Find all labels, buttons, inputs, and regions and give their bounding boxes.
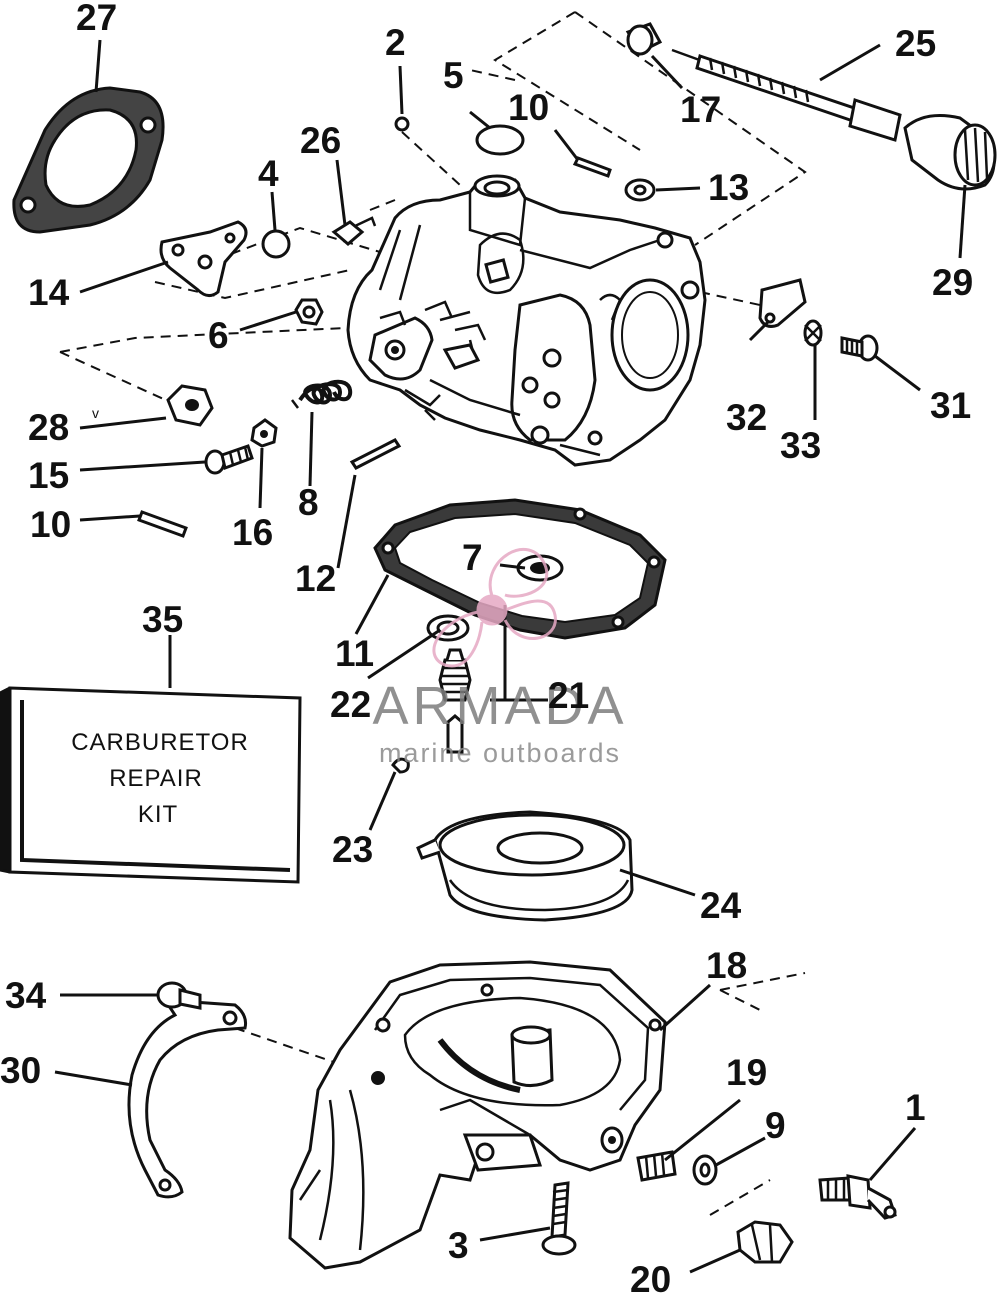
callout-4: 4 bbox=[258, 153, 279, 194]
callout-17: 17 bbox=[680, 89, 721, 130]
callout-9: 9 bbox=[765, 1105, 786, 1146]
callout-10-lower: 10 bbox=[30, 504, 71, 545]
float-bowl-18 bbox=[288, 960, 667, 1270]
repair-kit-box-35: CARBURETOR REPAIR KIT bbox=[0, 686, 302, 884]
tick-mark: v bbox=[92, 405, 99, 421]
spring-8 bbox=[291, 379, 353, 409]
callout-34: 34 bbox=[5, 975, 47, 1016]
callout-6: 6 bbox=[208, 315, 229, 356]
callout-2: 2 bbox=[385, 22, 406, 63]
callout-8: 8 bbox=[298, 482, 319, 523]
callout-18: 18 bbox=[706, 945, 747, 986]
fitting-26 bbox=[331, 216, 377, 246]
clip-23 bbox=[391, 757, 410, 774]
nut-16 bbox=[250, 418, 278, 448]
pin-10-upper bbox=[572, 156, 612, 178]
needle-valve-25 bbox=[671, 48, 902, 142]
callout-22: 22 bbox=[330, 684, 371, 725]
adjust-knob-29 bbox=[903, 114, 997, 191]
callout-32: 32 bbox=[726, 397, 767, 438]
callout-13: 13 bbox=[708, 167, 749, 208]
float-24 bbox=[416, 810, 634, 922]
fitting-1 bbox=[818, 1174, 897, 1220]
screw-31 bbox=[840, 334, 879, 362]
washer-13 bbox=[624, 178, 656, 202]
screw-34 bbox=[156, 981, 202, 1010]
callout-24: 24 bbox=[700, 885, 742, 926]
watermark-logo-icon bbox=[432, 547, 557, 668]
callout-20: 20 bbox=[630, 1259, 671, 1297]
lock-washer-6 bbox=[294, 298, 324, 326]
kit-box-line1: CARBURETOR bbox=[71, 729, 249, 756]
callout-23: 23 bbox=[332, 829, 373, 870]
flange-gasket-27 bbox=[12, 86, 165, 234]
lock-washer-33 bbox=[803, 319, 823, 347]
bowl-screw-3 bbox=[541, 1181, 577, 1256]
callout-33: 33 bbox=[780, 425, 821, 466]
drain-plug-20 bbox=[736, 1220, 794, 1264]
callout-15: 15 bbox=[28, 455, 69, 496]
callout-3: 3 bbox=[448, 1225, 469, 1266]
washer-9 bbox=[692, 1154, 718, 1186]
kit-box-line3: KIT bbox=[138, 801, 178, 828]
callout-29: 29 bbox=[932, 262, 973, 303]
kit-box-line2: REPAIR bbox=[109, 765, 203, 792]
callout-25: 25 bbox=[895, 23, 936, 64]
callout-35: 35 bbox=[142, 599, 183, 640]
callout-11: 11 bbox=[335, 633, 374, 674]
assembly-guide-lines bbox=[59, 11, 807, 1216]
callout-31: 31 bbox=[930, 385, 971, 426]
watermark-brand: ARMADA bbox=[372, 676, 627, 736]
callout-7: 7 bbox=[462, 537, 483, 578]
callout-27: 27 bbox=[76, 0, 117, 38]
pin-10-lower bbox=[137, 510, 188, 538]
bracket-32 bbox=[758, 278, 807, 328]
seal-17 bbox=[625, 22, 663, 56]
watermark-tagline: marine outboards bbox=[379, 738, 621, 768]
pin-12 bbox=[349, 438, 402, 470]
callout-26: 26 bbox=[300, 120, 341, 161]
plug-5 bbox=[475, 124, 525, 156]
callout-19: 19 bbox=[726, 1052, 767, 1093]
callout-28: 28 bbox=[28, 407, 69, 448]
check-ball-4 bbox=[261, 229, 291, 259]
bowl-clamp-30 bbox=[127, 998, 247, 1199]
lever-bracket-14 bbox=[159, 220, 248, 297]
screw-15 bbox=[204, 444, 254, 475]
callout-21: 21 bbox=[548, 675, 589, 716]
callout-10-upper: 10 bbox=[508, 87, 549, 128]
watermark: ARMADA marine outboards bbox=[372, 547, 627, 768]
check-ball-2 bbox=[394, 116, 410, 132]
callout-16: 16 bbox=[232, 512, 273, 553]
callout-30: 30 bbox=[0, 1050, 41, 1091]
callout-5: 5 bbox=[443, 55, 464, 96]
leader-lines bbox=[54, 39, 967, 1274]
callout-labels: 1 2 3 4 5 6 7 8 9 10 10 11 12 13 14 15 1… bbox=[0, 0, 973, 1297]
carburetor-body bbox=[346, 174, 707, 467]
hex-nut-28 bbox=[166, 384, 214, 427]
callout-14: 14 bbox=[28, 272, 70, 313]
callout-12: 12 bbox=[295, 558, 336, 599]
callout-1: 1 bbox=[905, 1087, 926, 1128]
